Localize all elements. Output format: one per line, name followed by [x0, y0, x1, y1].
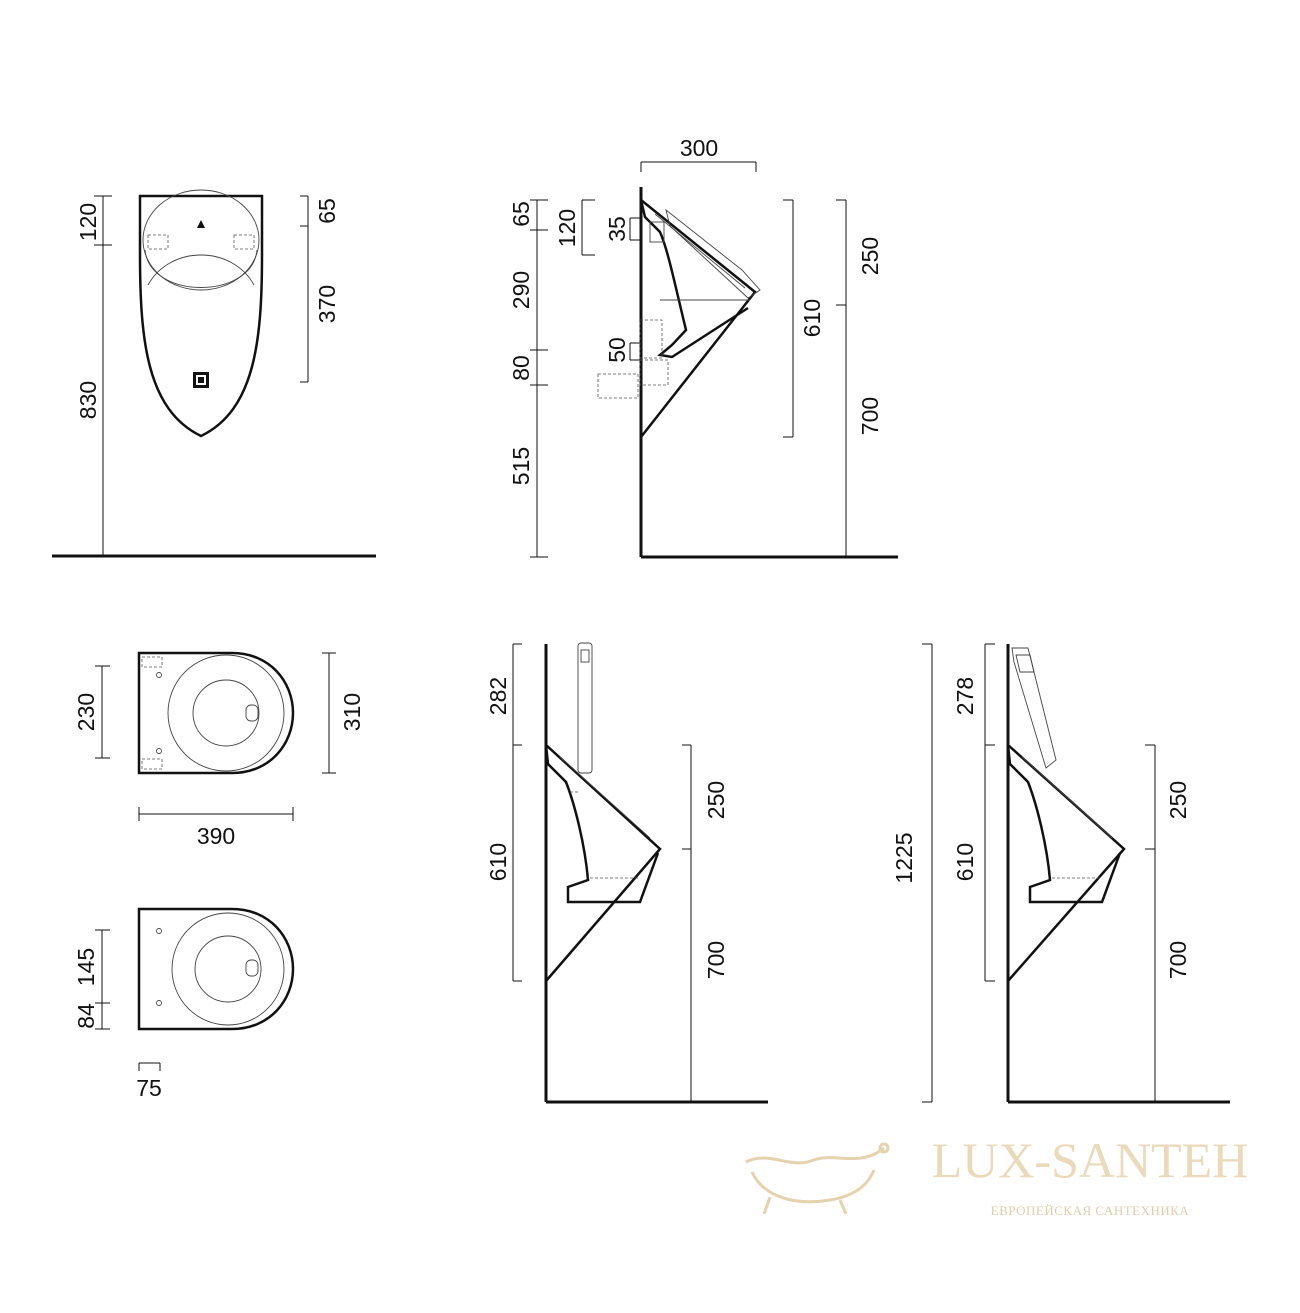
dim-230: 230 — [73, 693, 99, 731]
dim-80: 80 — [508, 355, 534, 381]
dim-390: 390 — [197, 823, 235, 849]
dim-250: 250 — [1165, 781, 1191, 819]
dim-75: 75 — [136, 1075, 162, 1101]
flush-valve — [1011, 647, 1057, 769]
dim-830: 830 — [75, 381, 101, 419]
dim-120: 120 — [75, 203, 101, 241]
dim-278: 278 — [952, 677, 978, 715]
side-view-sensor: 282 610 250 700 — [485, 642, 768, 1104]
watermark: LUX-SANTEH ЕВРОПЕЙСКАЯ САНТЕХНИКА — [745, 1132, 1249, 1218]
urinal-side-outline — [640, 199, 757, 438]
dim-65: 65 — [314, 198, 340, 224]
dim-610: 610 — [799, 299, 825, 337]
dim-610: 610 — [485, 843, 511, 881]
dim-515: 515 — [508, 447, 534, 485]
watermark-tagline: ЕВРОПЕЙСКАЯ САНТЕХНИКА — [991, 1203, 1190, 1218]
bottom-view: 145 84 75 — [73, 907, 295, 1101]
urinal-top-outline — [137, 651, 295, 775]
dim-370: 370 — [314, 285, 340, 323]
dim-700: 700 — [857, 397, 883, 435]
dim-250: 250 — [857, 237, 883, 275]
dim-120: 120 — [554, 209, 580, 247]
side-view-flush: 1225 278 610 250 700 — [891, 643, 1230, 1104]
flush-inlet-icon — [197, 220, 205, 228]
dim-700: 700 — [1165, 941, 1191, 979]
bathtub-logo-icon — [745, 1142, 890, 1215]
dim-1225: 1225 — [891, 832, 917, 883]
top-view: 230 310 390 — [73, 651, 365, 849]
dim-84: 84 — [73, 1003, 99, 1029]
dim-35: 35 — [604, 216, 630, 242]
front-view: 120 830 65 370 — [52, 189, 376, 558]
dim-282: 282 — [485, 677, 511, 715]
dim-65: 65 — [508, 201, 534, 227]
dim-700: 700 — [703, 941, 729, 979]
dim-50: 50 — [604, 337, 630, 363]
dim-250: 250 — [703, 781, 729, 819]
dim-145: 145 — [73, 948, 99, 986]
urinal-sensor-outline — [545, 744, 662, 982]
side-view: 300 65 290 80 515 120 35 50 610 250 700 — [508, 135, 898, 559]
dim-300: 300 — [680, 135, 718, 161]
dim-290: 290 — [508, 271, 534, 309]
watermark-brand: LUX-SANTEH — [932, 1132, 1249, 1188]
dim-310: 310 — [339, 693, 365, 731]
dim-610: 610 — [952, 843, 978, 881]
urinal-front-outline — [138, 194, 264, 438]
flush-panel — [577, 642, 593, 774]
urinal-bottom-outline — [137, 907, 295, 1031]
